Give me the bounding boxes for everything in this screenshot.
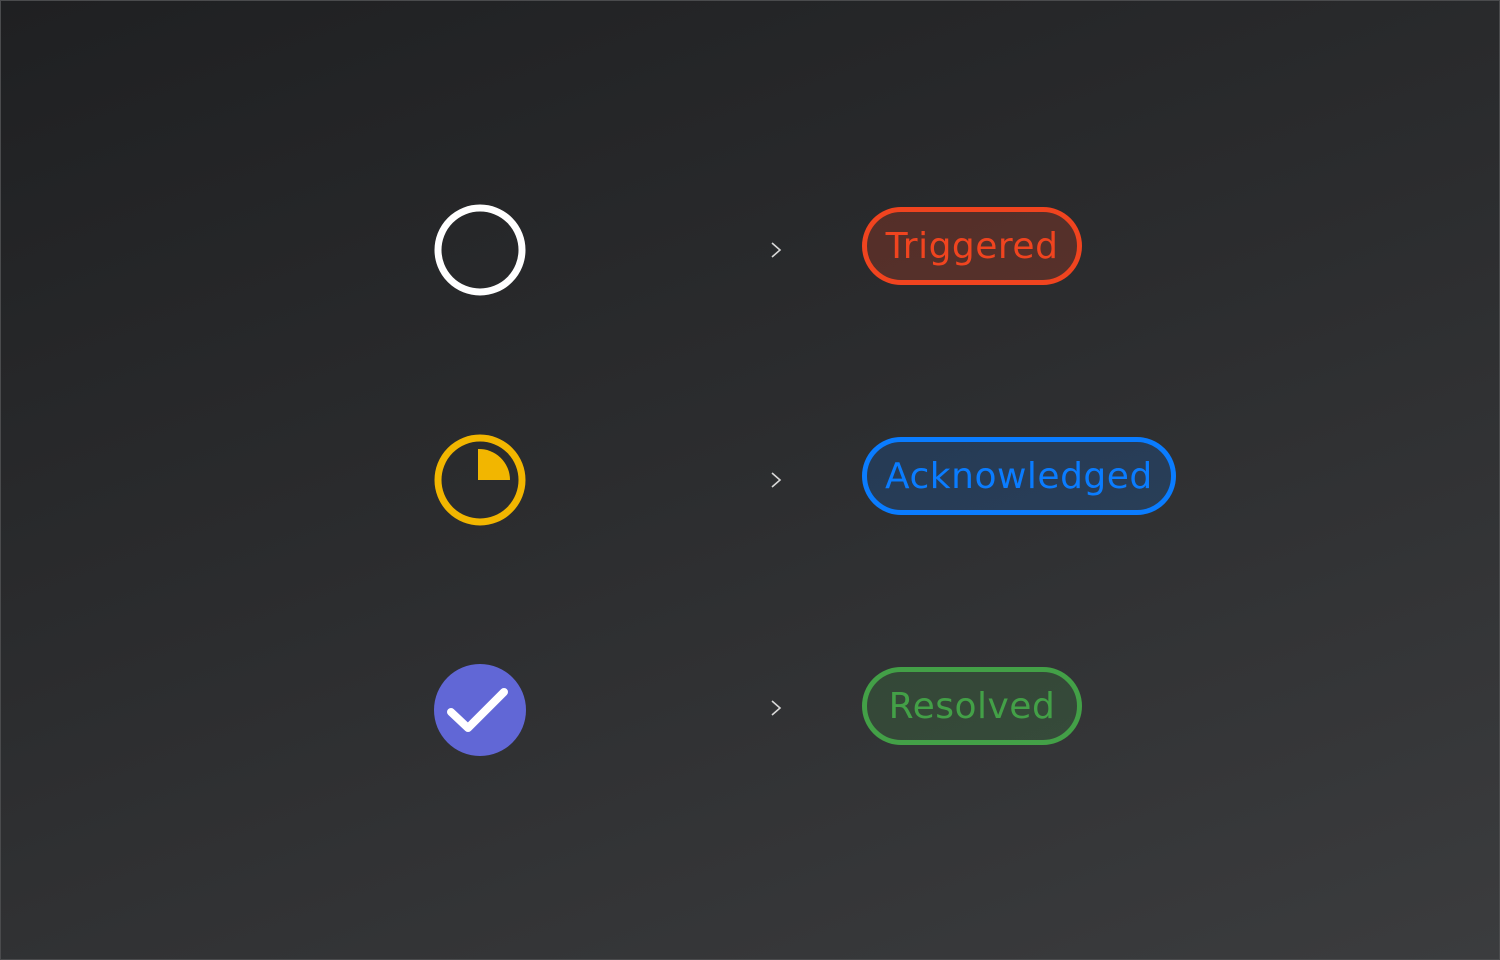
status-badge-resolved: Resolved xyxy=(862,667,1082,745)
status-row-resolved: Resolved xyxy=(0,660,1500,760)
status-badge-acknowledged: Acknowledged xyxy=(862,437,1176,515)
status-row-triggered: Triggered xyxy=(0,200,1500,300)
arrow-right-icon xyxy=(620,472,782,488)
empty-circle-icon xyxy=(434,204,526,296)
status-row-acknowledged: Acknowledged xyxy=(0,430,1500,530)
quarter-pie-circle-icon xyxy=(434,434,526,526)
status-badge-triggered: Triggered xyxy=(862,207,1082,285)
arrow-right-icon xyxy=(620,700,782,716)
arrow-right-icon xyxy=(620,242,782,258)
check-circle-icon xyxy=(434,664,526,756)
